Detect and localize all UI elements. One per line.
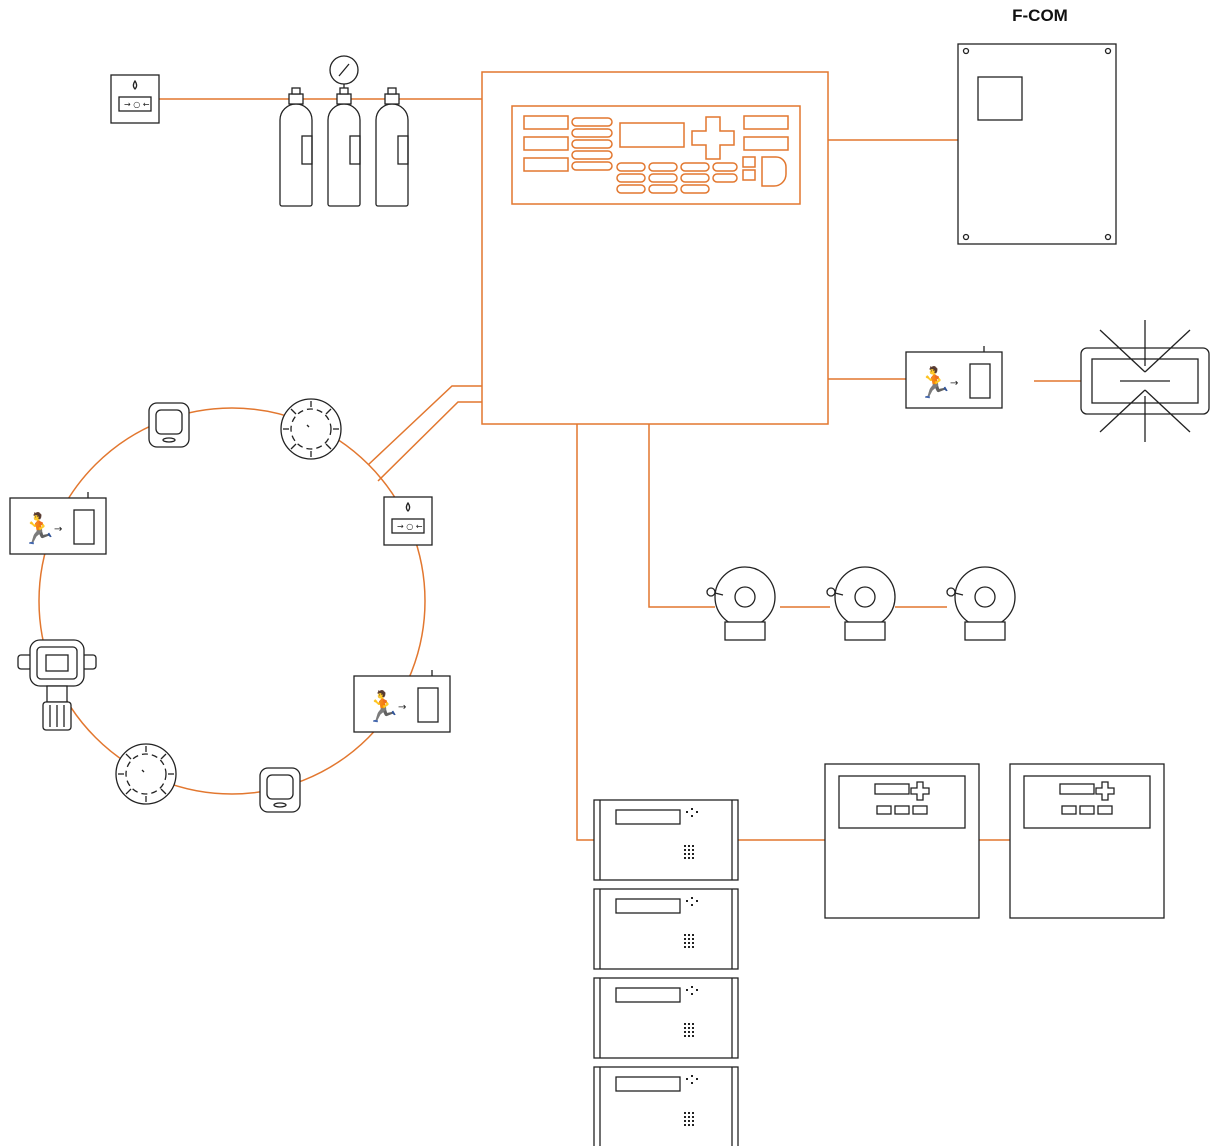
gas-cylinders: [279, 55, 409, 207]
gas-detector: [17, 639, 97, 731]
fcom-enclosure: [957, 43, 1117, 245]
optical-sensor-top: [148, 402, 190, 448]
rack-module-1: [593, 799, 739, 881]
detection-loop: [38, 407, 426, 795]
wire-network: [576, 424, 594, 841]
exit-sign-loop-right: [353, 669, 451, 733]
alarm-bell-1: [706, 566, 776, 641]
exit-sign-right: [905, 345, 1003, 409]
rack-module-2: [593, 888, 739, 970]
wiring: [38, 98, 1081, 841]
manual-call-point-extinguishing: [110, 74, 160, 124]
smoke-detector-bottom: [115, 743, 177, 805]
fcom-label: F-COM: [1012, 6, 1068, 25]
repeater-panel-1: [824, 763, 980, 919]
repeater-panel-2: [1009, 763, 1165, 919]
alarm-bell-2: [826, 566, 896, 641]
alarm-bell-3: [946, 566, 1016, 641]
rack-module-4: [593, 1066, 739, 1146]
wire-loop-out: [367, 385, 482, 466]
optical-sensor-bottom: [259, 767, 301, 813]
exit-sign-loop-left: [9, 491, 107, 555]
smoke-detector-top: [280, 398, 342, 460]
rack-module-3: [593, 977, 739, 1059]
strobe-flasher: [1080, 320, 1210, 442]
main-control-panel: [481, 71, 829, 425]
wire-bell-line: [648, 424, 715, 608]
manual-call-point-loop: [383, 496, 433, 546]
wire-loop-return: [377, 401, 482, 482]
